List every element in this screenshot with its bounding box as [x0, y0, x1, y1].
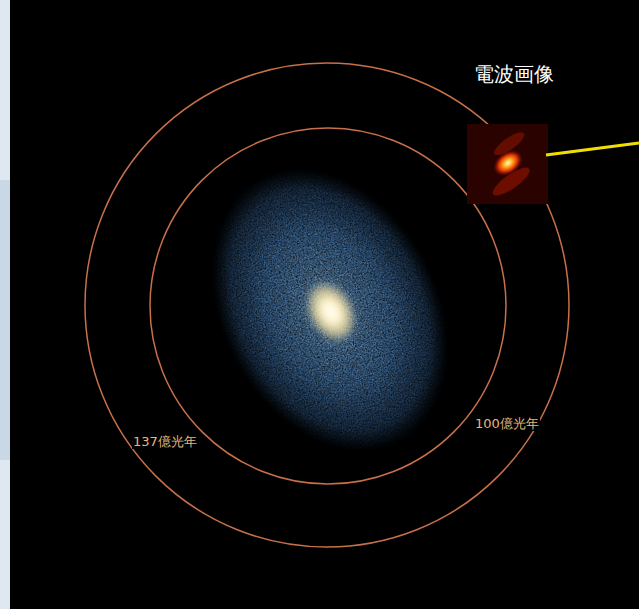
distance-label: 100億光年 [474, 417, 540, 431]
distance-label: 137億光年 [132, 435, 198, 449]
image-title: 電波画像 [474, 63, 554, 85]
